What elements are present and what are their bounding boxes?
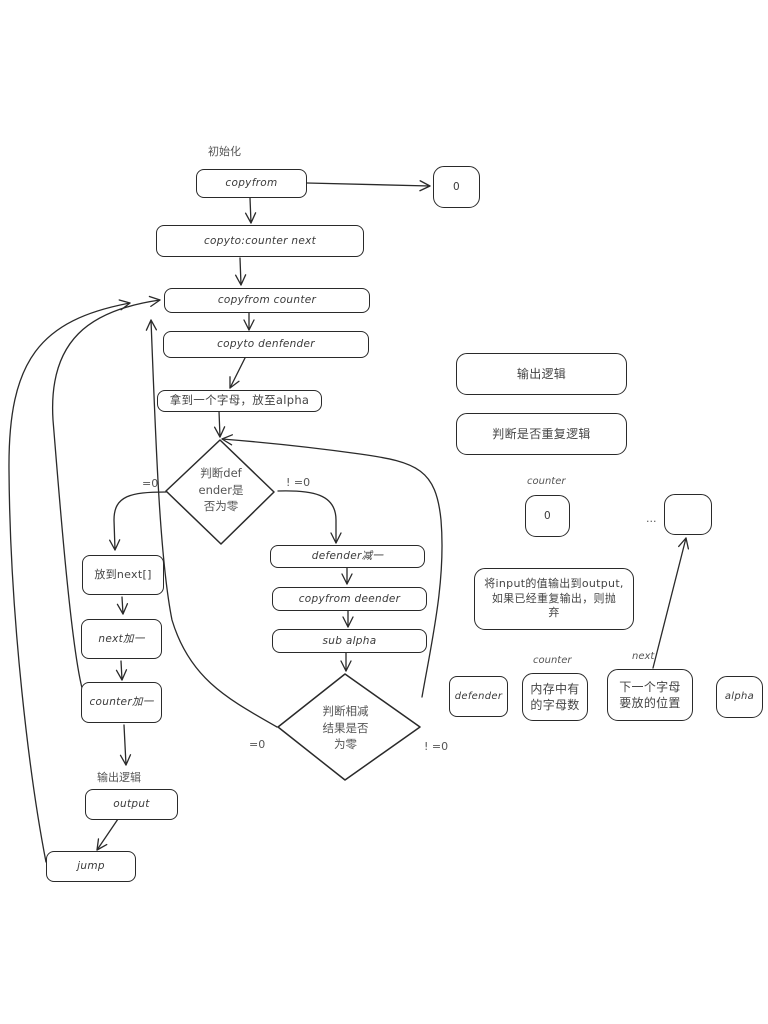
node-copyto-defender[interactable]: copyto denfender (163, 331, 369, 358)
var-next[interactable]: 下一个字母 要放的位置 (607, 669, 693, 721)
counter-cell-label: counter (527, 476, 566, 487)
init-label: 初始化 (208, 145, 241, 158)
d2-neq0-label: ! =0 (424, 740, 449, 753)
diamond-sub-text: 判断相减 结果是否 为零 (322, 704, 369, 752)
node-put-next[interactable]: 放到next[] (82, 555, 164, 595)
node-copyfrom-deender[interactable]: copyfrom deender (272, 587, 427, 611)
arrow-to-diamond-defender (213, 410, 226, 438)
d2-eq0-label: =0 (249, 738, 266, 751)
ellipsis-label: ... (646, 512, 657, 525)
node-counter-inc[interactable]: counter加一 (81, 682, 162, 723)
node-next-inc[interactable]: next加一 (81, 619, 162, 659)
d1-neq0-label: ! =0 (286, 476, 311, 489)
node-copyto-counter-next[interactable]: copyto:counter next (156, 225, 364, 257)
arrow-copyfrom-to-copyto (244, 197, 257, 224)
arrow-copyto-to-copyfrom-counter (234, 257, 247, 286)
arrow-next-pointer (652, 537, 690, 669)
node-output[interactable]: output (85, 789, 178, 820)
arrow-copyfrom-to-zero (306, 180, 431, 192)
var-defender[interactable]: defender (449, 676, 508, 717)
arrow-d1-eq0 (109, 491, 167, 551)
diamond-sub-zero (277, 673, 421, 781)
var-alpha[interactable]: alpha (716, 676, 763, 718)
output-logic-label: 输出逻辑 (97, 771, 141, 784)
node-zero-box[interactable]: 0 (433, 166, 480, 208)
arrow-to-take-letter (229, 357, 246, 389)
arrow-d1-neq0 (277, 490, 342, 544)
node-copyfrom-counter[interactable]: copyfrom counter (164, 288, 370, 313)
arrow-counter-inc-loop (51, 295, 161, 689)
node-sub-alpha[interactable]: sub alpha (272, 629, 427, 653)
node-defender-dec[interactable]: defender减一 (270, 545, 425, 568)
arrow-jump-loop (8, 299, 131, 863)
diamond-defender-text: 判断def ender是 否为零 (198, 466, 244, 514)
diamond-defender-zero (165, 439, 275, 545)
var-counter[interactable]: 内存中有 的字母数 (522, 673, 588, 721)
legend-output-logic[interactable]: 输出逻辑 (456, 353, 627, 395)
legend-description: 将input的值输出到output, 如果已经重复输出，则抛 弃 (474, 568, 634, 630)
var-counter-label: counter (533, 655, 572, 666)
next-cell-empty[interactable] (664, 494, 712, 535)
node-copyfrom[interactable]: copyfrom (196, 169, 307, 198)
arrow-output-to-jump (96, 818, 119, 851)
node-jump[interactable]: jump (46, 851, 136, 882)
arrow-put-to-next-inc (116, 596, 129, 615)
d1-eq0-label: =0 (142, 477, 159, 490)
legend-duplicate-logic[interactable]: 判断是否重复逻辑 (456, 413, 627, 455)
arrow-d2-neq0-loop (221, 434, 443, 698)
arrow-next-inc-to-counter-inc (115, 660, 128, 681)
node-take-letter[interactable]: 拿到一个字母，放至alpha (157, 390, 322, 412)
var-next-label: next (632, 651, 655, 662)
arrow-d2-eq0-loop (145, 319, 278, 728)
counter-cell[interactable]: 0 (525, 495, 570, 537)
arrow-counter-inc-to-output (119, 724, 132, 766)
